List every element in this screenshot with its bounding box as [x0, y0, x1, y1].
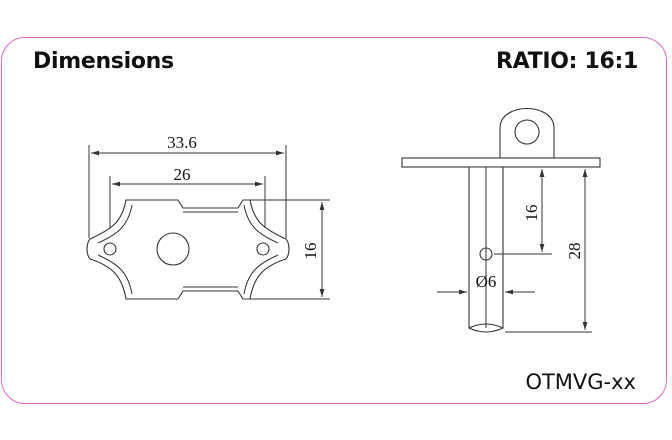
part-number: OTMVG-xx [525, 370, 636, 394]
front-view: 33.6 26 16 [86, 133, 330, 300]
dim-label-inner-width: 26 [174, 165, 191, 184]
lug-hole [514, 119, 540, 145]
mounting-hole-left [103, 242, 117, 256]
side-view: 16 28 Ø6 [401, 108, 601, 333]
center-hole [156, 232, 190, 266]
dim-label-total-height: 28 [565, 243, 584, 260]
dim-label-overall-width: 33.6 [167, 133, 197, 152]
dim-label-diameter: Ø6 [476, 272, 497, 291]
dim-label-pin-length: 16 [522, 205, 541, 222]
page-title: Dimensions [33, 49, 174, 74]
dim-label-height: 16 [301, 243, 320, 260]
flange-plate [401, 157, 601, 168]
scale-ratio: RATIO: 16:1 [495, 49, 638, 74]
drawing-card [1, 37, 667, 404]
mounting-hole-right [256, 242, 270, 256]
